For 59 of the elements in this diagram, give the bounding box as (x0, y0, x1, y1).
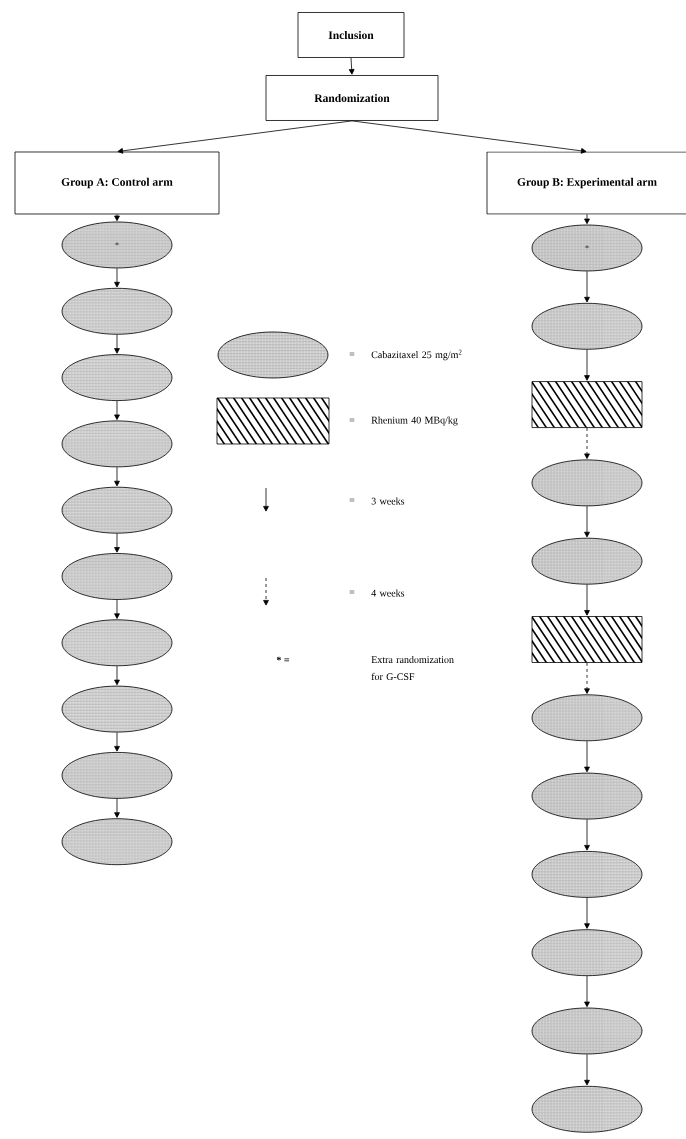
arrow (584, 740, 590, 773)
legend-text: Extra randomization for G-CSF (371, 655, 454, 680)
arrow (584, 427, 590, 459)
arrow (117, 120, 353, 154)
ellipse-shape (61, 752, 173, 799)
ellipse-shape (61, 287, 173, 335)
ellipse-shape (531, 302, 643, 350)
ellipse-shape (531, 694, 643, 742)
arrow (114, 466, 120, 487)
equals-sign: * = (276, 656, 290, 662)
process-box: Inclusion (297, 12, 405, 58)
arrow (584, 271, 590, 303)
arrow (584, 505, 590, 538)
arrow (584, 975, 590, 1008)
arrow (114, 599, 120, 619)
ellipse-shape (531, 1085, 643, 1133)
equals-sign: = (349, 352, 355, 356)
ellipse-shape (61, 354, 173, 401)
arrow (351, 120, 587, 154)
arrow (114, 400, 120, 420)
ellipse-shape (531, 1007, 643, 1055)
arrow (584, 349, 590, 381)
arrow (114, 214, 120, 222)
arrow (584, 662, 590, 694)
process-box: Randomization (265, 75, 439, 121)
legend-text: Rhenium 40 MBq/kg (371, 416, 458, 426)
arrow (584, 584, 590, 616)
arrow (114, 334, 120, 354)
ellipse-shape (531, 929, 643, 977)
ellipse-shape (531, 459, 643, 507)
arrow (114, 533, 120, 553)
arrow (114, 665, 120, 686)
process-box: Group A: Control arm (14, 151, 220, 215)
octagon-shape (531, 381, 643, 428)
legend-text: Cabazitaxel 25 mg/m$^{2}$ (371, 349, 462, 361)
arrow (348, 57, 355, 75)
arrow (114, 732, 120, 752)
ellipse-shape (61, 818, 173, 866)
equals-sign: = (349, 418, 355, 422)
arrow (114, 268, 120, 288)
ellipse-shape (61, 420, 173, 468)
arrow (584, 819, 590, 851)
ellipse-shape (531, 537, 643, 585)
ellipse-shape (531, 851, 643, 898)
arrow (584, 897, 590, 929)
ellipse-shape (61, 685, 173, 733)
arrow (584, 214, 590, 225)
ellipse-shape (531, 772, 643, 820)
legend-text: 4 weeks (371, 589, 405, 597)
ellipse-shape (61, 486, 173, 534)
equals-sign: = (349, 590, 355, 594)
equals-sign: = (349, 498, 355, 502)
ellipse-shape (61, 553, 173, 600)
octagon-shape (531, 616, 643, 663)
process-box: Group B: Experimental arm (486, 151, 686, 215)
legend-text: 3 weeks (371, 497, 405, 505)
ellipse-shape (61, 619, 173, 667)
arrow (114, 798, 120, 818)
arrow (584, 1054, 590, 1086)
